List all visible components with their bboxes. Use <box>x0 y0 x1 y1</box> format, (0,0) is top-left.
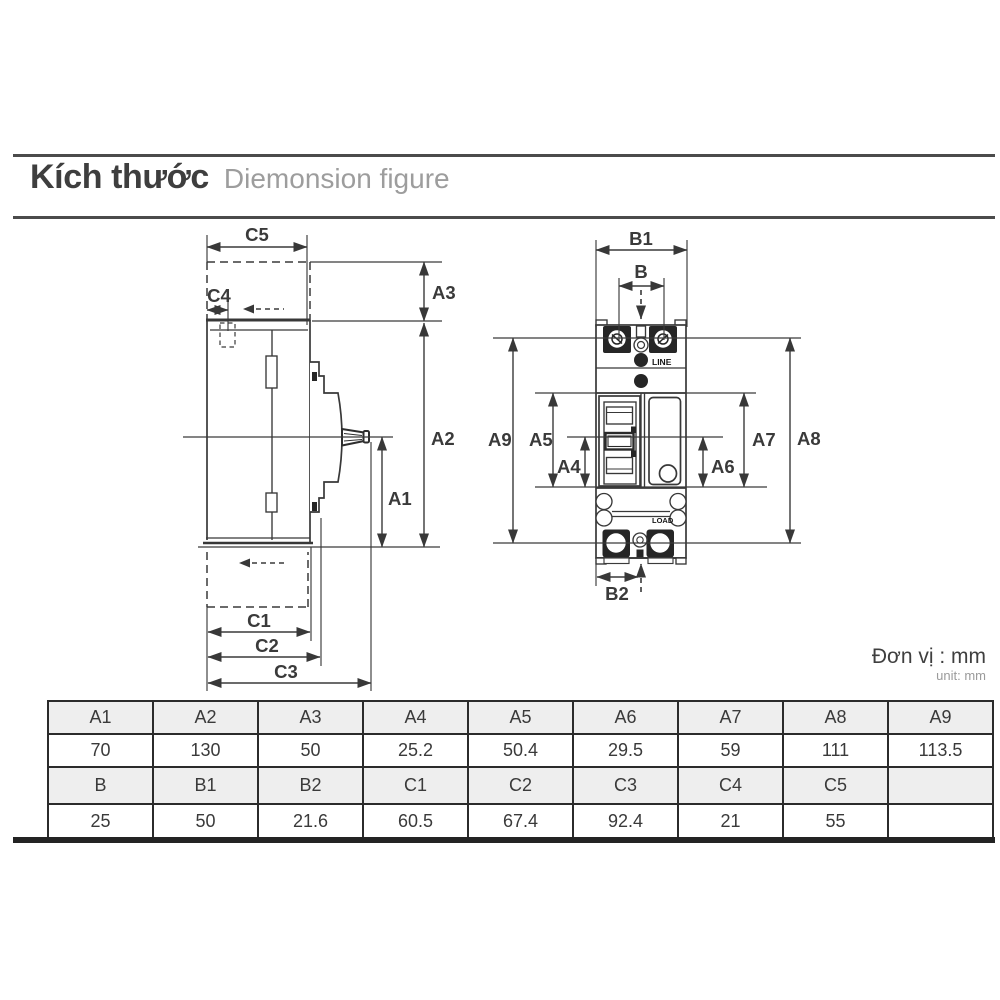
bottom-rule <box>13 837 995 843</box>
top-rule <box>13 154 995 157</box>
dim-label-a4: A4 <box>557 456 581 477</box>
dim-label-b2: B2 <box>605 583 629 604</box>
line-marking: LINE <box>652 357 672 367</box>
breaker-front-body <box>595 319 687 565</box>
side-clip-lower <box>265 492 278 513</box>
bottom-right-tab <box>675 557 687 565</box>
dim-label-a1: A1 <box>388 488 412 509</box>
table-cell <box>887 766 994 805</box>
load-marking: LOAD <box>652 516 674 525</box>
dim-label-a5: A5 <box>529 429 553 450</box>
table-cell: 60.5 <box>362 803 469 840</box>
table-cell: C4 <box>677 766 784 805</box>
table-cell: A7 <box>677 700 784 735</box>
screw-direction-icon <box>239 558 284 568</box>
rivet-dot-upper <box>634 353 648 367</box>
side-view-drawing: C5 C4 A3 A2 A1 C1 C2 C3 <box>183 224 456 691</box>
dim-label-c1: C1 <box>247 610 271 631</box>
dim-label-b: B <box>634 261 647 282</box>
unit-note-vietnamese: Đơn vị : mm <box>871 645 986 668</box>
dim-label-a6: A6 <box>711 456 735 477</box>
table-cell: A4 <box>362 700 469 735</box>
table-cell: B1 <box>152 766 259 805</box>
table-cell: 55 <box>782 803 889 840</box>
table-cell: C3 <box>572 766 679 805</box>
rivet-dot-lower <box>634 374 648 388</box>
table-cell: 92.4 <box>572 803 679 840</box>
table-row-header-a: A1 A2 A3 A4 A5 A6 A7 A8 A9 <box>47 700 994 735</box>
unit-note: Đơn vị : mm unit: mm <box>872 645 986 684</box>
table-cell: 29.5 <box>572 733 679 768</box>
table-cell: 113.5 <box>887 733 994 768</box>
title-english: Diemonsion figure <box>223 163 450 194</box>
table-cell: C2 <box>467 766 574 805</box>
page-title: Kích thước Diemonsion figure <box>30 158 450 197</box>
unit-note-english: unit: mm <box>936 668 986 684</box>
table-cell: 21.6 <box>257 803 364 840</box>
table-cell: A1 <box>47 700 154 735</box>
table-cell: 50 <box>257 733 364 768</box>
dim-label-a8: A8 <box>797 428 821 449</box>
table-row-values-a: 70 130 50 25.2 50.4 29.5 59 111 113.5 <box>47 733 994 768</box>
dim-label-c3: C3 <box>274 661 298 682</box>
table-cell: 50 <box>152 803 259 840</box>
line-terminal-left <box>603 326 631 353</box>
dim-label-b1: B1 <box>629 228 653 249</box>
table-cell: A9 <box>887 700 994 735</box>
table-cell: A5 <box>467 700 574 735</box>
breaker-side-body <box>203 318 370 545</box>
table-row-values-bc: 25 50 21.6 60.5 67.4 92.4 21 55 <box>47 803 994 840</box>
mounting-hole-phantom <box>219 322 236 348</box>
dim-label-a2: A2 <box>431 428 455 449</box>
table-row-header-bc: B B1 B2 C1 C2 C3 C4 C5 <box>47 766 994 805</box>
dim-label-c5: C5 <box>245 224 269 245</box>
table-cell: 50.4 <box>467 733 574 768</box>
title-underline-rule <box>13 216 995 219</box>
table-cell: 130 <box>152 733 259 768</box>
dimension-table: A1 A2 A3 A4 A5 A6 A7 A8 A9 70 130 50 25.… <box>47 700 994 840</box>
dim-label-a9: A9 <box>488 429 512 450</box>
table-cell: 67.4 <box>467 803 574 840</box>
line-terminal-right <box>649 326 677 353</box>
right-pole-panel <box>648 396 682 486</box>
phantom-bottom-box <box>206 552 309 608</box>
table-cell: 111 <box>782 733 889 768</box>
title-vietnamese: Kích thước <box>30 158 209 196</box>
dim-label-a7: A7 <box>752 429 776 450</box>
table-cell: A2 <box>152 700 259 735</box>
table-cell: 25.2 <box>362 733 469 768</box>
dim-label-a3: A3 <box>432 282 456 303</box>
dim-label-c2: C2 <box>255 635 279 656</box>
push-button <box>658 464 678 483</box>
table-cell: A8 <box>782 700 889 735</box>
side-clip-upper <box>265 355 278 389</box>
screw-direction-icon <box>243 304 284 314</box>
table-cell: 59 <box>677 733 784 768</box>
table-cell: C1 <box>362 766 469 805</box>
table-cell: A3 <box>257 700 364 735</box>
table-cell: B2 <box>257 766 364 805</box>
table-cell: 21 <box>677 803 784 840</box>
table-cell: C5 <box>782 766 889 805</box>
table-cell <box>887 803 994 840</box>
toggle-recess <box>598 395 641 487</box>
center-screw <box>633 337 649 353</box>
dim-label-c4: C4 <box>207 285 231 306</box>
table-cell: A6 <box>572 700 679 735</box>
front-view-drawing: B1 B A9 A5 A4 A6 A7 A8 B2 LINE LOAD <box>488 228 821 604</box>
bottom-center-screw <box>632 532 648 548</box>
mounting-screw-holes <box>595 492 687 527</box>
table-cell: 70 <box>47 733 154 768</box>
table-cell: 25 <box>47 803 154 840</box>
table-cell: B <box>47 766 154 805</box>
center-tab <box>635 325 647 338</box>
